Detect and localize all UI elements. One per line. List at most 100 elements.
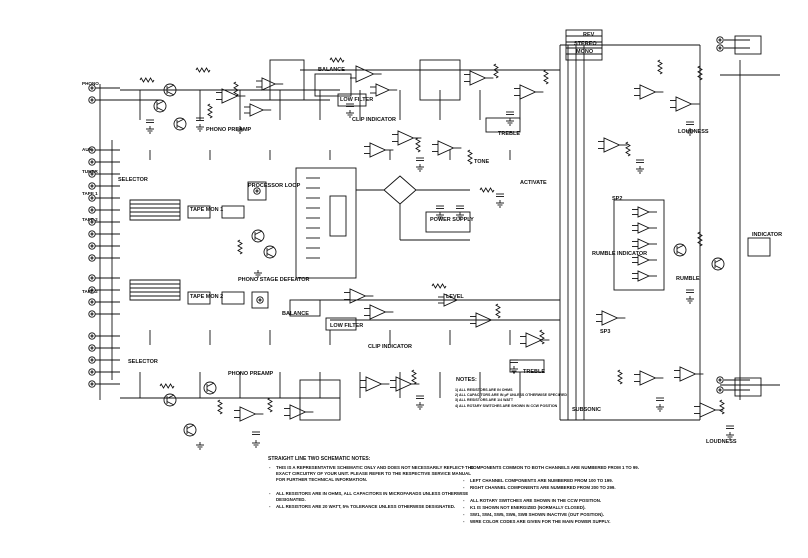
- jack-symbol: [90, 244, 94, 248]
- opamp-symbol: [397, 130, 415, 146]
- jack-symbol: [90, 334, 94, 338]
- jack-symbol: [90, 312, 94, 316]
- transistor-lead: [156, 107, 165, 112]
- core: [329, 195, 347, 237]
- transistor-lead: [714, 265, 723, 270]
- input-label-tape2-lower: TAPE 2: [82, 289, 98, 294]
- jack-symbol: [88, 380, 96, 388]
- jack-symbol: [90, 288, 94, 292]
- jack-symbol: [88, 96, 96, 104]
- jack-symbol: [90, 172, 94, 176]
- jack-symbol: [716, 386, 724, 394]
- resistor-symbol: [617, 369, 623, 385]
- jack-symbol: [88, 344, 96, 352]
- transistor-lead: [166, 91, 175, 96]
- block-phono-preamp-bottom: PHONO PREAMP: [228, 371, 274, 377]
- jack-symbol: [718, 388, 722, 392]
- block-phono-preamp-top: PHONO PREAMP: [206, 127, 252, 133]
- input-label-tape1: TAPE 1: [82, 191, 98, 196]
- block-stereo: STEREO: [574, 41, 597, 47]
- jack-symbol: [718, 38, 722, 42]
- transistor-lead: [266, 246, 275, 251]
- block-tape-mon1: TAPE MON 1: [190, 207, 224, 213]
- jack-symbol: [88, 206, 96, 214]
- transistor-lead: [254, 237, 263, 242]
- opamp-symbol: [355, 65, 375, 83]
- preamp-block: [269, 59, 305, 101]
- input-label-tuner: TUNER: [82, 169, 98, 174]
- opamp-symbol: [519, 84, 537, 100]
- treble-block: [509, 359, 545, 373]
- resistor-symbol: [139, 77, 155, 83]
- transistor-symbol: [251, 229, 265, 243]
- jack-symbol: [716, 44, 724, 52]
- tape-mon-switch: [187, 205, 211, 219]
- jack-symbol: [90, 382, 94, 386]
- small-note-2: 2) ALL CAPACITORS ARE IN µF UNLESS OTHER…: [455, 393, 567, 398]
- resistor-symbol: [233, 81, 239, 97]
- resistor-symbol: [431, 283, 447, 289]
- transistor-symbol: [183, 423, 197, 437]
- opamp-symbol: [395, 376, 413, 392]
- transistor-lead: [254, 230, 263, 235]
- note-right-5: K1 IS SHOWN NOT ENERGIZED (NORMALLY CLOS…: [463, 505, 675, 511]
- low-filter-block: [337, 93, 367, 107]
- jack-symbol: [88, 230, 96, 238]
- transistor-lead: [676, 244, 685, 249]
- indicator-lamp: [747, 237, 771, 257]
- block-indicator: INDICATOR: [752, 232, 783, 238]
- block-tone: TONE: [474, 159, 490, 165]
- opamp-symbol: [369, 142, 387, 158]
- jack-symbol: [88, 298, 96, 306]
- opamp-symbol: [221, 88, 239, 104]
- jack-symbol: [255, 189, 259, 193]
- small-notes: 1) ALL RESISTORS ARE IN OHMS 2) ALL CAPA…: [455, 388, 567, 409]
- block-selector-bottom: SELECTOR: [128, 359, 158, 365]
- transistor-symbol: [263, 245, 277, 259]
- opamp-symbol: [601, 310, 619, 326]
- jack-symbol: [90, 86, 94, 90]
- opamp-symbol: [603, 137, 621, 153]
- note-right-1: COMPONENTS COMMON TO BOTH CHANNELS ARE N…: [463, 465, 675, 471]
- opamp-symbol: [675, 96, 693, 112]
- block-mono: MONO: [576, 49, 594, 55]
- block-tape-mon2: TAPE MON 2: [190, 294, 224, 300]
- transistor-lead: [176, 125, 185, 130]
- transistor-symbol: [163, 83, 177, 97]
- transistor-lead: [186, 431, 195, 436]
- jack-symbol: [88, 242, 96, 250]
- transistor-lead: [206, 382, 215, 387]
- opamp-symbol: [639, 370, 657, 386]
- input-label-phono: PHONO: [82, 81, 99, 86]
- small-note-3: 3) ALL RESISTORS ARE 1/4 WATT: [455, 398, 514, 403]
- opamp-symbol: [365, 376, 383, 392]
- jack-symbol: [90, 346, 94, 350]
- bridge-rectifier: [383, 175, 417, 205]
- transistor-lead: [206, 389, 215, 394]
- rumble-filter: [613, 199, 665, 291]
- resistor-symbol: [411, 369, 417, 385]
- jack-symbol: [716, 376, 724, 384]
- resistor-symbol: [543, 69, 549, 85]
- block-processor-loop: PROCESSOR LOOP: [248, 183, 301, 189]
- resistor-symbol: [415, 137, 421, 153]
- note-right-6: SW1, SW4, SW5, SW6, SW8 SHOWN INACTIVE (…: [463, 512, 675, 518]
- transistor-lead: [266, 253, 275, 258]
- block-treble-bottom: TREBLE: [523, 369, 545, 375]
- note-right-7: WIRE COLOR CODES ARE GIVEN FOR THE MAIN …: [463, 519, 675, 525]
- opamp-symbol: [349, 288, 367, 304]
- jack-symbol: [90, 196, 94, 200]
- mode-switch: [565, 29, 603, 61]
- resistor-symbol: [493, 63, 499, 79]
- block-subsonic: SUBSONIC: [572, 407, 602, 413]
- block-balance-bottom: BALANCE: [282, 311, 309, 317]
- jack-symbol: [88, 332, 96, 340]
- opamp-symbol: [475, 312, 493, 328]
- transformer: [295, 167, 357, 279]
- resistor-symbol: [539, 329, 545, 345]
- transistor-symbol: [163, 393, 177, 407]
- output-terminal: [734, 377, 762, 397]
- block-rumble: RUMBLE: [676, 276, 700, 282]
- opamp-symbol: [637, 254, 651, 266]
- jack-symbol: [88, 356, 96, 364]
